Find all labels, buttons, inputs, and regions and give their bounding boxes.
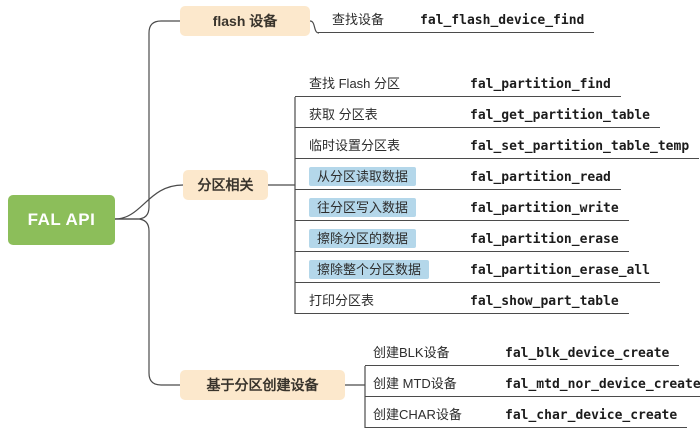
leaf-label: 擦除分区的数据 [295,228,470,248]
api-name: fal_partition_write [470,201,619,216]
api-name: fal_show_part_table [470,294,619,309]
leaf-node: 创建BLK设备 fal_blk_device_create [365,336,680,366]
leaf-label-highlight: 擦除分区的数据 [309,229,417,248]
leaf-node: 从分区读取数据 fal_partition_read [295,160,621,190]
leaf-label: 创建 MTD设备 [373,376,457,391]
leaf-label: 从分区读取数据 [295,166,470,186]
leaf-node: 创建 MTD设备 fal_mtd_nor_device_create [365,367,700,397]
leaf-node: 查找设备 fal_flash_device_find [318,3,595,33]
api-name: fal_partition_find [470,77,611,92]
api-name: fal_get_partition_table [470,108,651,123]
api-name: fal_blk_device_create [505,346,670,361]
leaf-label: 创建BLK设备 [373,345,450,360]
api-name: fal_partition_erase_all [470,263,651,278]
leaf-label-highlight: 擦除整个分区数据 [309,260,430,279]
leaf-label-highlight: 往分区写入数据 [309,198,417,217]
leaf-node: 临时设置分区表 fal_set_partition_table_temp [295,129,700,159]
leaf-label: 查找设备 [332,12,385,27]
api-name: fal_partition_erase [470,232,619,247]
leaf-label: 打印分区表 [309,293,375,308]
leaf-node: 打印分区表 fal_show_part_table [295,284,629,314]
branch-node-flash-device: flash 设备 [180,6,310,36]
leaf-node: 创建CHAR设备 fal_char_device_create [365,398,688,428]
leaf-label-highlight: 从分区读取数据 [309,167,417,186]
leaf-node: 擦除分区的数据 fal_partition_erase [295,222,629,252]
leaf-node: 往分区写入数据 fal_partition_write [295,191,629,221]
leaf-label: 获取 分区表 [309,107,378,122]
leaf-node: 擦除整个分区数据 fal_partition_erase_all [295,253,661,283]
branch-node-create-device: 基于分区创建设备 [180,370,345,400]
leaf-node: 查找 Flash 分区 fal_partition_find [295,67,621,97]
leaf-label: 查找 Flash 分区 [309,76,401,91]
leaf-node: 获取 分区表 fal_get_partition_table [295,98,661,128]
leaf-label: 临时设置分区表 [309,138,401,153]
leaf-label: 创建CHAR设备 [373,407,462,422]
leaf-label: 擦除整个分区数据 [295,259,470,279]
api-name: fal_mtd_nor_device_create [505,377,700,392]
root-node: FAL API [8,195,115,245]
api-name: fal_flash_device_find [420,13,585,28]
api-name: fal_set_partition_table_temp [470,139,690,154]
branch-node-partition: 分区相关 [183,170,268,200]
api-name: fal_partition_read [470,170,611,185]
leaf-label: 往分区写入数据 [295,197,470,217]
api-name: fal_char_device_create [505,408,678,423]
